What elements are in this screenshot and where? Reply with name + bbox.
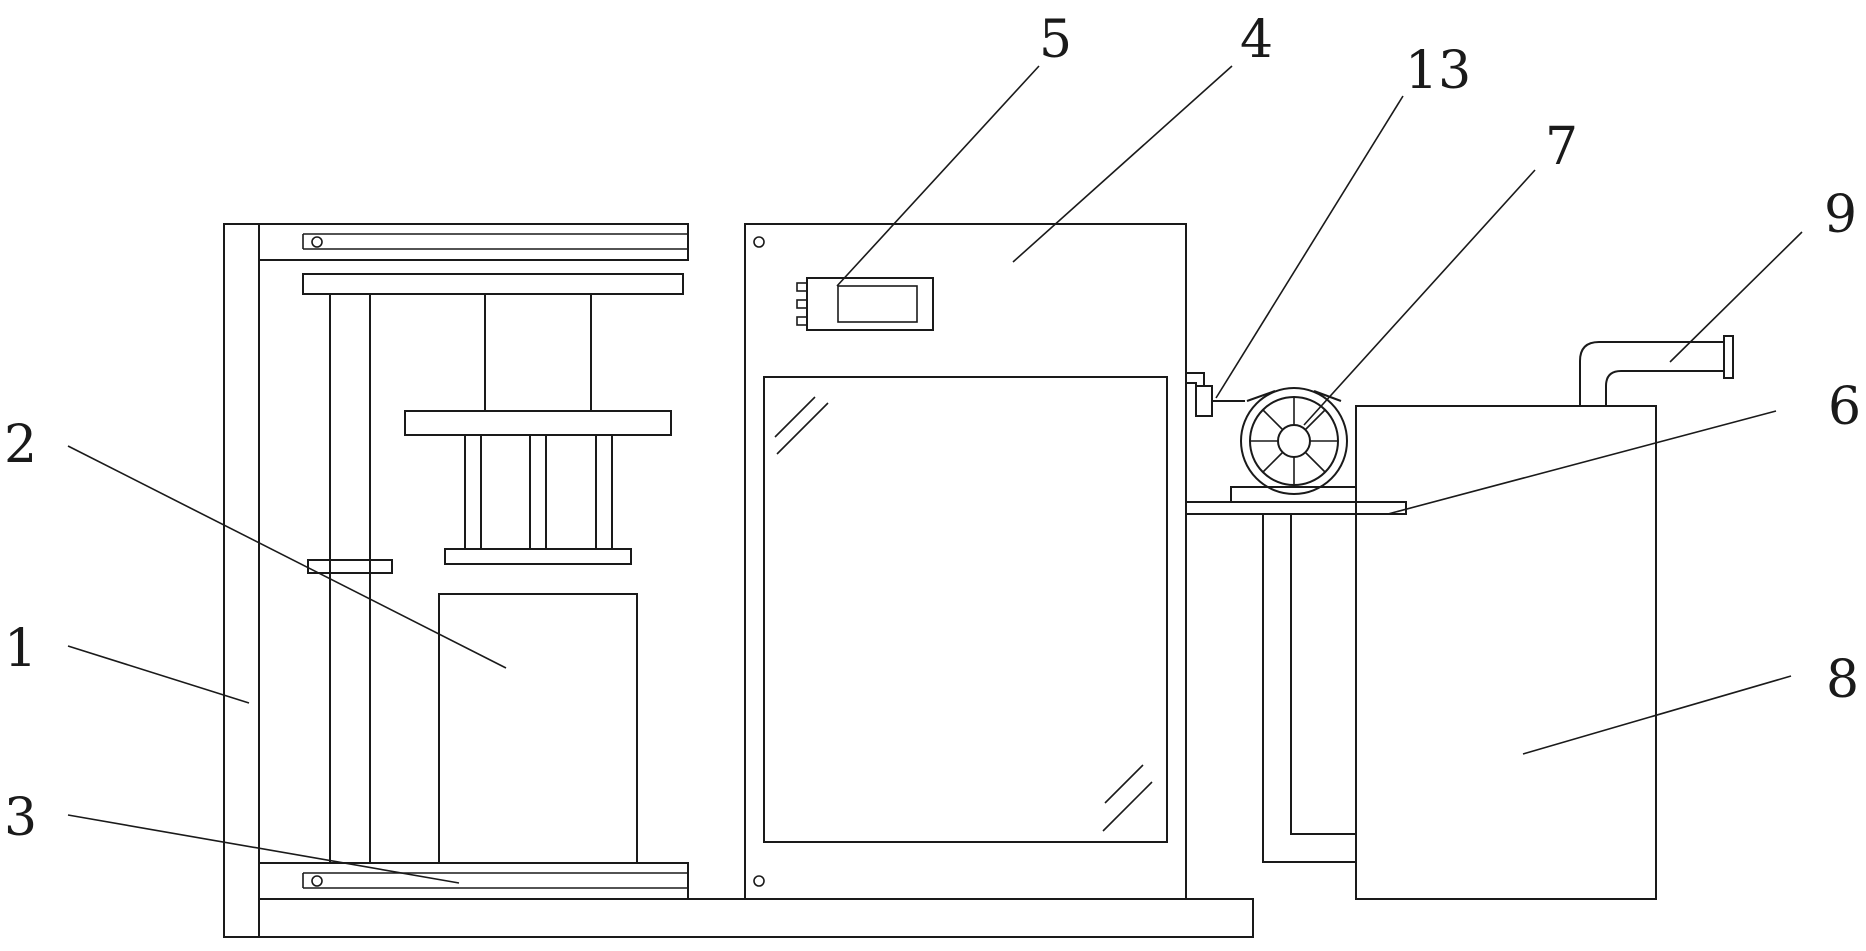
workpiece-block (439, 594, 637, 863)
viewing-window (764, 377, 1167, 842)
label-8: 8 (1826, 650, 1859, 710)
label-2: 2 (4, 415, 37, 475)
bottom-rail (259, 863, 688, 899)
press-pistons (465, 435, 612, 549)
press-top-plate (303, 274, 683, 294)
support-shelf (1186, 502, 1406, 514)
pump-wheel (1241, 388, 1347, 494)
leader-1 (68, 646, 249, 703)
top-rail (259, 224, 688, 260)
press-middle-plate (405, 411, 671, 435)
label-9: 9 (1824, 185, 1857, 245)
label-4: 4 (1240, 10, 1273, 70)
part-labels: 1 2 3 4 5 13 7 9 6 8 (4, 10, 1861, 848)
control-display (838, 286, 917, 322)
label-6: 6 (1828, 377, 1861, 437)
leader-lines (68, 66, 1802, 883)
cabinet-screw-top (754, 237, 764, 247)
control-pin-3 (797, 317, 807, 325)
cabinet (745, 224, 1186, 899)
top-rail-bolt (312, 237, 322, 247)
control-pin-1 (797, 283, 807, 291)
label-13: 13 (1405, 41, 1471, 101)
leader-4 (1013, 66, 1232, 262)
leader-9 (1670, 232, 1802, 362)
leader-6 (1388, 411, 1776, 514)
leader-3 (68, 815, 459, 883)
control-panel (797, 278, 933, 330)
press-rods (485, 294, 591, 411)
label-5: 5 (1039, 10, 1072, 70)
base-plate (259, 899, 1253, 937)
leader-2 (68, 446, 506, 668)
left-frame (224, 224, 688, 937)
return-pipe (1263, 514, 1356, 862)
label-1: 1 (4, 619, 37, 679)
leader-7 (1304, 170, 1535, 425)
control-pin-2 (797, 300, 807, 308)
label-3: 3 (4, 788, 37, 848)
outlet-pipe (1580, 336, 1733, 406)
bottom-rail-bolt (312, 876, 322, 886)
connecting-pipe (1186, 373, 1245, 416)
water-tank (1356, 406, 1656, 899)
guide-column (308, 294, 392, 863)
leader-5 (837, 66, 1039, 286)
press-head (445, 549, 631, 564)
leader-13 (1216, 96, 1403, 398)
cabinet-screw-bottom (754, 876, 764, 886)
label-7: 7 (1545, 117, 1578, 177)
